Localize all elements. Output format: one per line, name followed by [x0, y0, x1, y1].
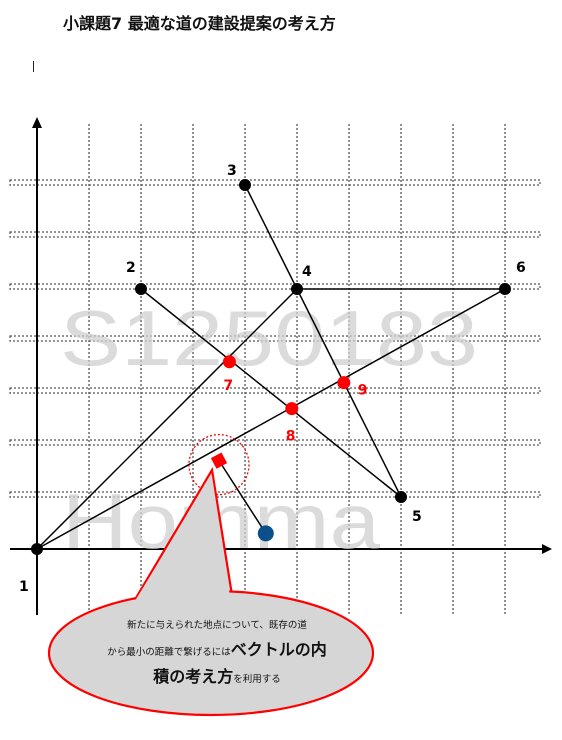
- grid-horizontal-band: [9, 439, 541, 446]
- point-5-marker: [395, 491, 407, 503]
- road-segment: [244, 184, 402, 498]
- point-8-marker: [285, 402, 299, 416]
- points: 1 2 3 4 5 6 7 8 9: [19, 163, 526, 595]
- point-4-marker: [291, 283, 303, 295]
- callout-line3-big: 積の考え方: [153, 667, 234, 686]
- callout-line3-small: を利用する: [233, 674, 281, 685]
- foot-highlight-circle: [188, 433, 250, 496]
- road-segment: [36, 288, 506, 550]
- x-axis-arrow-icon: [542, 544, 552, 554]
- perpendicular-segment: [218, 460, 267, 534]
- point-7-marker: [222, 355, 236, 369]
- callout-text: 新たに与えられた地点について、既存の道 から最小の距離で繋げるにはベクトルの内 …: [72, 614, 362, 692]
- point-3-label: 3: [227, 163, 237, 179]
- dotted-grid: [9, 124, 541, 615]
- grid-horizontal-band: [9, 179, 541, 186]
- point-1-label: 1: [19, 579, 29, 595]
- y-axis-arrow-icon: [32, 117, 42, 128]
- right-angle-marker: [210, 452, 228, 469]
- grid-horizontal-band: [9, 231, 541, 238]
- callout-line2-small: から最小の距離で繋げるには: [107, 647, 231, 658]
- watermark-line1: S1250183: [60, 294, 478, 382]
- point-2-label: 2: [126, 260, 136, 276]
- callout-line2-big: ベクトルの内: [230, 640, 327, 659]
- road-segment: [36, 288, 298, 550]
- callout-line3: 積の考え方を利用する: [72, 665, 362, 692]
- point-8-label: 8: [286, 429, 296, 445]
- new-point-marker: [257, 525, 274, 542]
- point-6-marker: [499, 283, 511, 295]
- callout-line1: 新たに与えられた地点について、既存の道: [127, 620, 307, 631]
- road-segment: [140, 288, 402, 498]
- callout: [47, 466, 375, 717]
- page-title: 小課題7 最適な道の建設提案の考え方: [63, 14, 336, 33]
- grid-horizontal-band: [9, 283, 541, 290]
- text-cursor: [33, 61, 34, 72]
- point-6-label: 6: [516, 260, 526, 276]
- point-1-marker: [31, 543, 43, 555]
- grid-horizontal-band: [9, 491, 541, 498]
- grid-horizontal-band: [9, 387, 541, 394]
- point-9-marker: [337, 376, 351, 390]
- grid-horizontal-band: [9, 335, 541, 342]
- point-3-marker: [239, 179, 251, 191]
- callout-line2: から最小の距離で繋げるにはベクトルの内: [72, 638, 362, 665]
- point-4-label: 4: [302, 264, 312, 280]
- existing-roads: [36, 184, 506, 550]
- callout-pointer-fill: [133, 476, 232, 610]
- point-7-label: 7: [223, 378, 233, 394]
- point-2-marker: [135, 283, 147, 295]
- point-9-label: 9: [358, 383, 368, 399]
- point-5-label: 5: [412, 509, 422, 525]
- axes: [10, 117, 552, 615]
- projection: [188, 433, 274, 542]
